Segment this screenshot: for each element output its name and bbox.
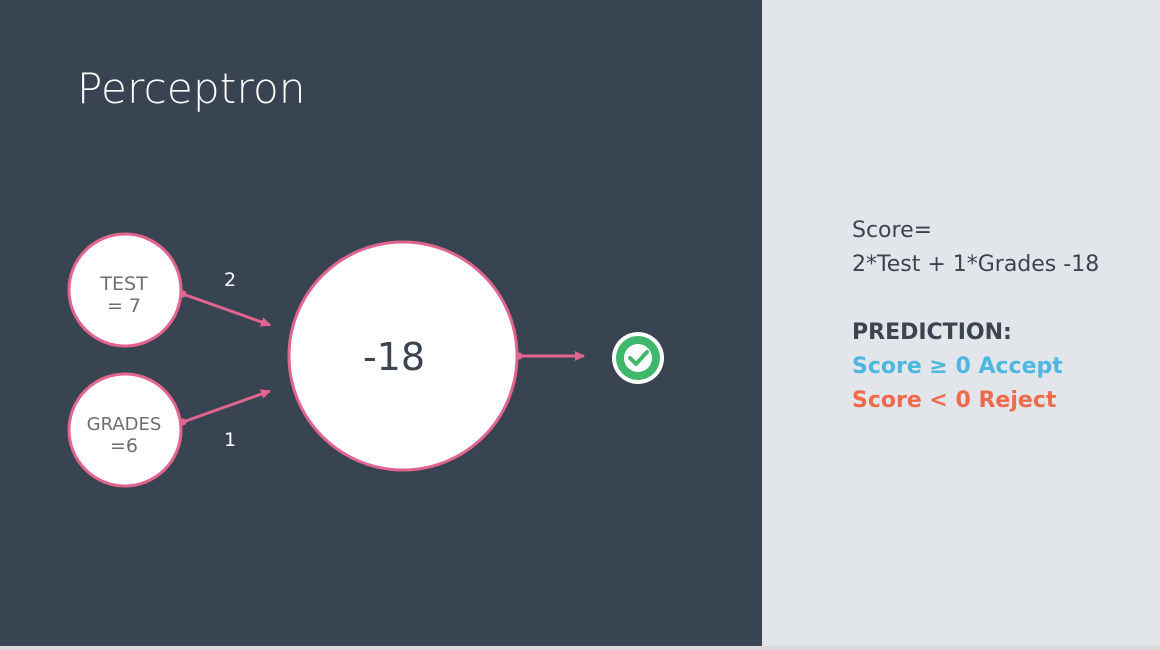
bottom-strip	[0, 646, 1160, 650]
score-formula-line1: Score=	[852, 218, 933, 243]
edge-grades	[179, 389, 271, 426]
input-grades-value: =6	[110, 435, 138, 457]
slide-title: Perceptron	[77, 64, 306, 113]
edge-test	[179, 290, 271, 327]
input-grades-name: GRADES	[87, 414, 162, 435]
prediction-reject-rule: Score < 0 Reject	[852, 388, 1057, 413]
input-test-name: TEST	[99, 273, 148, 295]
weight-test-label: 2	[224, 269, 236, 291]
perceptron-node-value: -18	[363, 335, 425, 379]
input-test-value: = 7	[107, 295, 141, 317]
prediction-heading: PREDICTION:	[852, 320, 1012, 345]
prediction-accept-rule: Score ≥ 0 Accept	[852, 354, 1063, 379]
score-formula: Score= 2*Test + 1*Grades -18	[852, 214, 1099, 282]
score-formula-line2: 2*Test + 1*Grades -18	[852, 252, 1100, 277]
input-node-grades: GRADES =6	[67, 372, 183, 488]
input-node-test: TEST = 7	[67, 232, 183, 348]
weight-grades-label: 1	[224, 429, 236, 451]
prediction-rules: PREDICTION: Score ≥ 0 Accept Score < 0 R…	[852, 316, 1063, 418]
check-circle-icon	[612, 332, 664, 384]
perceptron-diagram: TEST = 7 GRADES =6 2 1 -18	[67, 232, 664, 488]
edge-output	[515, 351, 585, 361]
perceptron-node: -18	[287, 240, 519, 472]
slide-right-panel	[762, 0, 1160, 650]
